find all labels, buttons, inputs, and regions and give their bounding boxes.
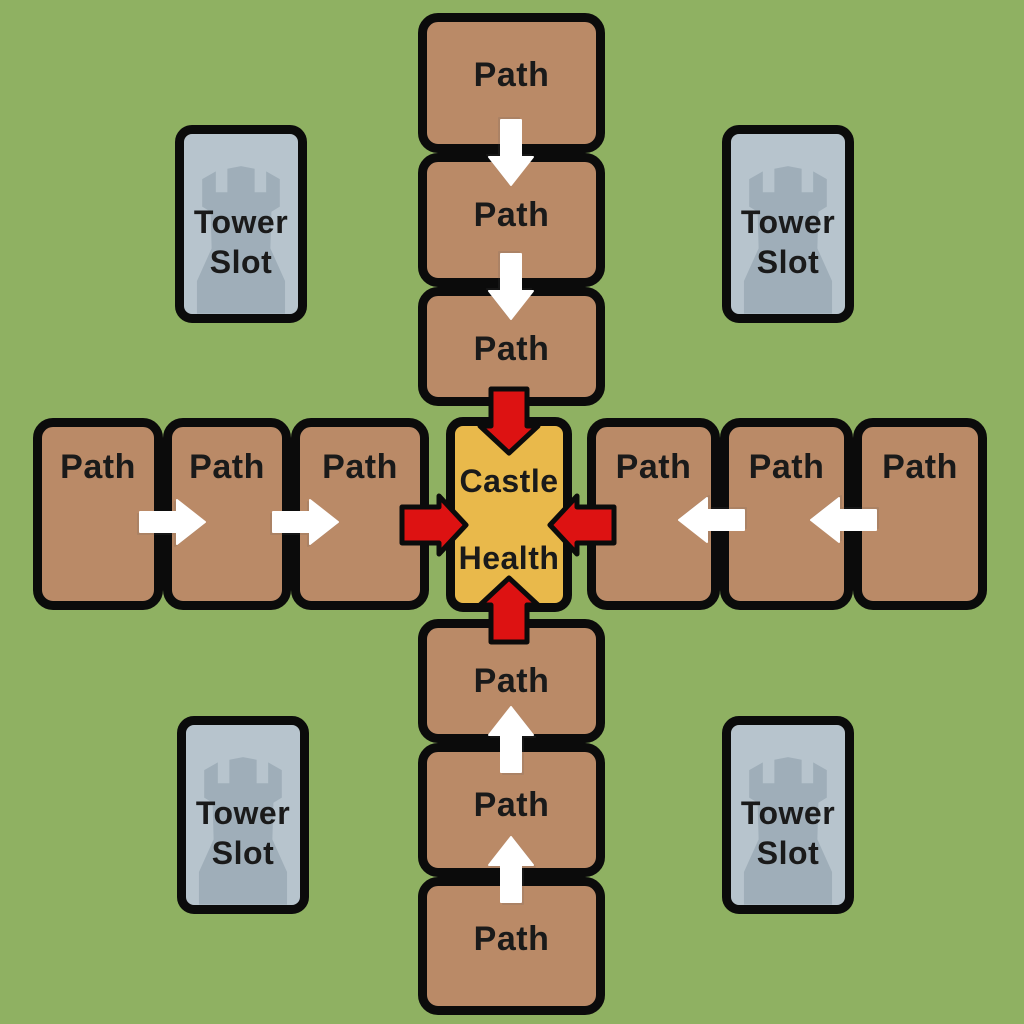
white-arrow-down-icon [488, 119, 534, 186]
tower-slot-label-line1: Tower [740, 795, 836, 831]
path-tile-label: Path [473, 196, 550, 234]
castle-label-line1: Castle [459, 463, 559, 499]
tower-rook-icon [198, 757, 288, 905]
tower-slot-bottom-right[interactable]: Tower Slot [722, 716, 854, 914]
white-arrow-left-icon [810, 497, 877, 543]
castle-label-line2: Health [458, 540, 560, 576]
tower-slot-label-line2: Slot [209, 244, 273, 280]
path-tile-label: Path [60, 448, 136, 486]
tower-slot-label-line1: Tower [193, 204, 289, 240]
path-tile-label: Path [473, 56, 550, 94]
tower-slot-top-right[interactable]: Tower Slot [722, 125, 854, 323]
white-arrow-down-icon [488, 253, 534, 320]
path-tile-label: Path [748, 448, 825, 486]
white-arrow-right-icon [272, 499, 339, 545]
white-arrow-right-icon [139, 499, 206, 545]
path-tile-label: Path [615, 448, 692, 486]
tower-slot-top-left[interactable]: Tower Slot [175, 125, 307, 323]
white-arrow-left-icon [678, 497, 745, 543]
tower-slot-label-line2: Slot [756, 835, 820, 871]
path-tile-label: Path [473, 920, 550, 958]
path-tile-label: Path [473, 330, 550, 368]
path-tile-label: Path [189, 448, 265, 486]
white-arrow-up-icon [488, 836, 534, 903]
red-arrow-left-icon [547, 493, 617, 557]
white-arrow-up-icon [488, 706, 534, 773]
tower-slot-label-line1: Tower [195, 795, 291, 831]
red-arrow-down-icon [477, 386, 541, 456]
tower-slot-label-line2: Slot [211, 835, 275, 871]
red-arrow-up-icon [477, 575, 541, 645]
tower-slot-label-line1: Tower [740, 204, 836, 240]
tower-slot-bottom-left[interactable]: Tower Slot [177, 716, 309, 914]
path-tile-label: Path [473, 786, 550, 824]
path-tile-label: Path [322, 448, 398, 486]
tower-rook-icon [743, 166, 833, 314]
tower-slot-label-line2: Slot [756, 244, 820, 280]
path-tile-label: Path [473, 662, 550, 700]
tower-rook-icon [743, 757, 833, 905]
red-arrow-right-icon [399, 493, 469, 557]
path-tile-label: Path [882, 448, 958, 486]
tower-rook-icon [196, 166, 286, 314]
